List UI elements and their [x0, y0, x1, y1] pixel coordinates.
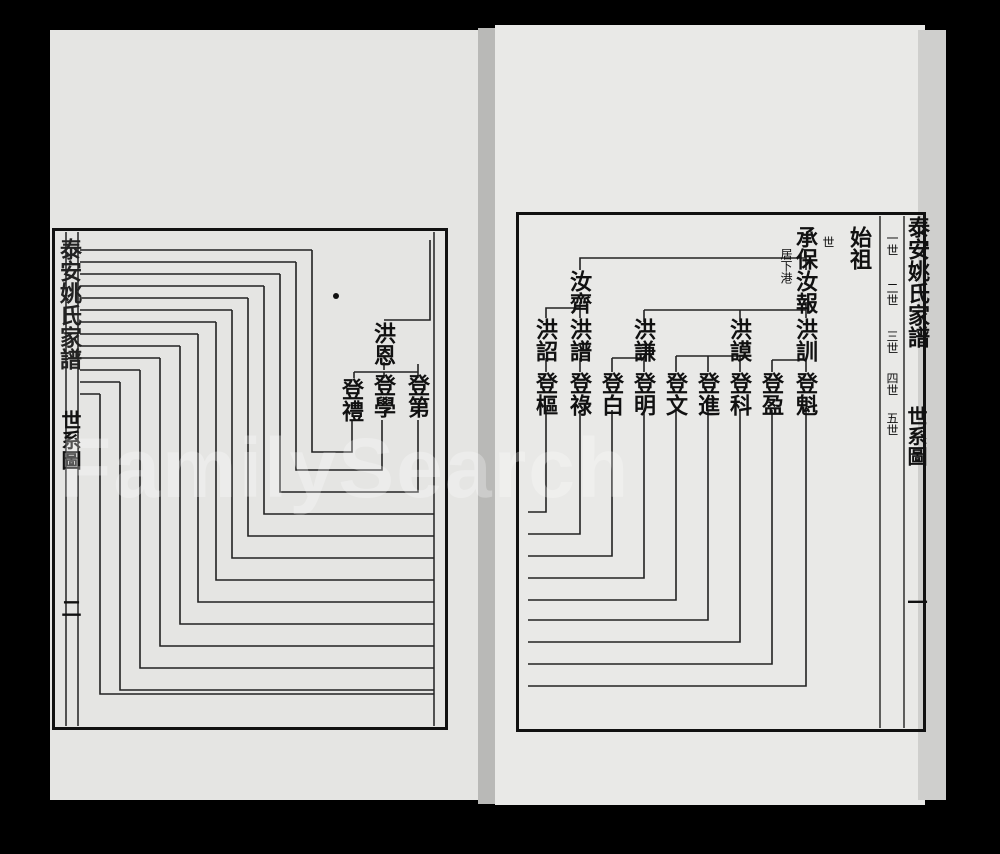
right-spine-folio: 一 [904, 592, 928, 612]
left-page [50, 30, 482, 800]
gen3-name-5: 洪詔 [532, 318, 558, 362]
gen3-name-1: 洪訓 [792, 318, 818, 362]
left-spine-title: 泰安姚氏家譜 [56, 238, 82, 370]
left-spine-section: 世系圖 [58, 410, 82, 470]
gen4-name-8: 登祿 [566, 372, 592, 416]
gen3-name-3: 洪謙 [630, 318, 656, 362]
gen4-name-6: 登明 [630, 372, 656, 416]
gen2-name-1: 汝報 [792, 270, 818, 314]
gen2-name-2: 汝齊 [566, 270, 592, 314]
gen4-name-3: 登科 [726, 372, 752, 416]
left-gen5-name: 洪恩 [370, 322, 396, 366]
gen1-name: 承保 [792, 226, 818, 270]
gen4-name-7: 登白 [598, 372, 624, 416]
right-spine-section: 世系圖 [904, 406, 928, 466]
gen4-name-5: 登文 [662, 372, 688, 416]
founder-label: 始祖 [846, 226, 872, 270]
gen4-name-1: 登魁 [792, 372, 818, 416]
gen3-name-4: 洪譜 [566, 318, 592, 362]
watermark-text: FamilySearch [60, 421, 631, 515]
right-page-frame [516, 212, 926, 732]
generation-label-2: 二世 [885, 282, 899, 306]
left-spine-folio: 二 [58, 598, 82, 618]
right-spine-title: 泰安姚氏家譜 [904, 216, 930, 348]
generation-label-3: 三世 [885, 330, 899, 354]
page-edge-stack [918, 30, 946, 800]
gen4-name-4: 登進 [694, 372, 720, 416]
gen1-note-residence: 居下港 [779, 248, 793, 284]
gen1-note-shi: 世 [821, 236, 835, 248]
right-page [495, 25, 925, 805]
generation-label-4: 四世 [885, 372, 899, 396]
left-page-frame [52, 228, 448, 730]
gen4-name-2: 登盈 [758, 372, 784, 416]
left-gen6-name-3: 登禮 [338, 378, 364, 422]
book-gutter [478, 28, 500, 804]
left-gen6-name-2: 登學 [370, 374, 396, 418]
left-gen6-name-1: 登第 [404, 374, 430, 418]
gen3-name-2: 洪謨 [726, 318, 752, 362]
gen4-name-9: 登樞 [532, 372, 558, 416]
generation-label-1: 一世 [885, 232, 899, 256]
generation-label-5: 五世 [885, 412, 899, 436]
